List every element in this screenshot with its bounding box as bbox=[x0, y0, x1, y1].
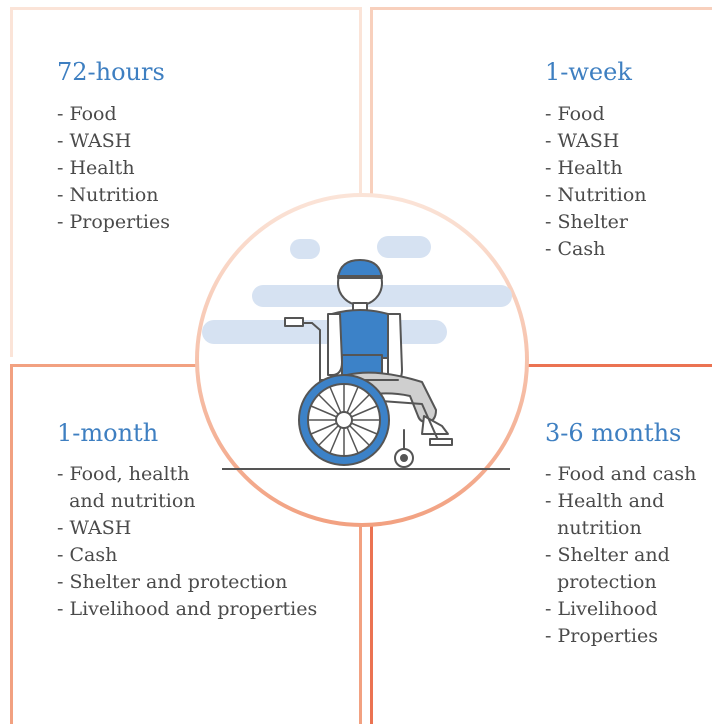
list-item: - Properties bbox=[545, 625, 658, 647]
person-in-wheelchair-icon bbox=[284, 259, 453, 468]
quadrant-title-3-6-months: 3-6 months bbox=[545, 419, 682, 447]
list-item: - Shelter and protection bbox=[57, 571, 288, 593]
list-item: - Health and bbox=[545, 490, 665, 512]
list-item: - Nutrition bbox=[57, 184, 159, 206]
list-item: - Cash bbox=[57, 544, 118, 566]
list-item: - Food bbox=[545, 103, 605, 125]
list-item: - Food, health bbox=[57, 463, 190, 485]
list-item: - WASH bbox=[57, 130, 132, 152]
quadrant-list-1-week: - Food - WASH - Health - Nutrition - She… bbox=[545, 101, 647, 263]
list-item: - Food bbox=[57, 103, 117, 125]
list-item: and nutrition bbox=[57, 490, 196, 512]
list-item: - Livelihood and properties bbox=[57, 598, 318, 620]
list-item: - Health bbox=[57, 157, 135, 179]
quadrant-72-hours: 72-hours - Food - WASH - Health - Nutrit… bbox=[10, 7, 362, 357]
list-item: - Nutrition bbox=[545, 184, 647, 206]
list-item: nutrition bbox=[545, 517, 642, 539]
list-item: protection bbox=[545, 571, 657, 593]
quadrant-1-month: 1-month - Food, health and nutrition - W… bbox=[10, 364, 362, 724]
quadrant-title-1-month: 1-month bbox=[57, 419, 159, 447]
quadrant-title-1-week: 1-week bbox=[545, 58, 632, 86]
list-item: - Livelihood bbox=[545, 598, 658, 620]
center-illustration bbox=[195, 193, 529, 527]
quadrant-title-72-hours: 72-hours bbox=[57, 58, 165, 86]
list-item: - WASH bbox=[545, 130, 620, 152]
list-item: - Cash bbox=[545, 238, 606, 260]
list-item: - Shelter bbox=[545, 211, 628, 233]
list-item: - Properties bbox=[57, 211, 170, 233]
list-item: - Shelter and bbox=[545, 544, 670, 566]
quadrant-list-3-6-months: - Food and cash - Health and nutrition -… bbox=[545, 461, 696, 650]
list-item: - Food and cash bbox=[545, 463, 697, 485]
list-item: - WASH bbox=[57, 517, 132, 539]
quadrant-list-72-hours: - Food - WASH - Health - Nutrition - Pro… bbox=[57, 101, 170, 236]
list-item: - Health bbox=[545, 157, 623, 179]
quadrant-list-1-month: - Food, health and nutrition - WASH - Ca… bbox=[57, 461, 317, 623]
